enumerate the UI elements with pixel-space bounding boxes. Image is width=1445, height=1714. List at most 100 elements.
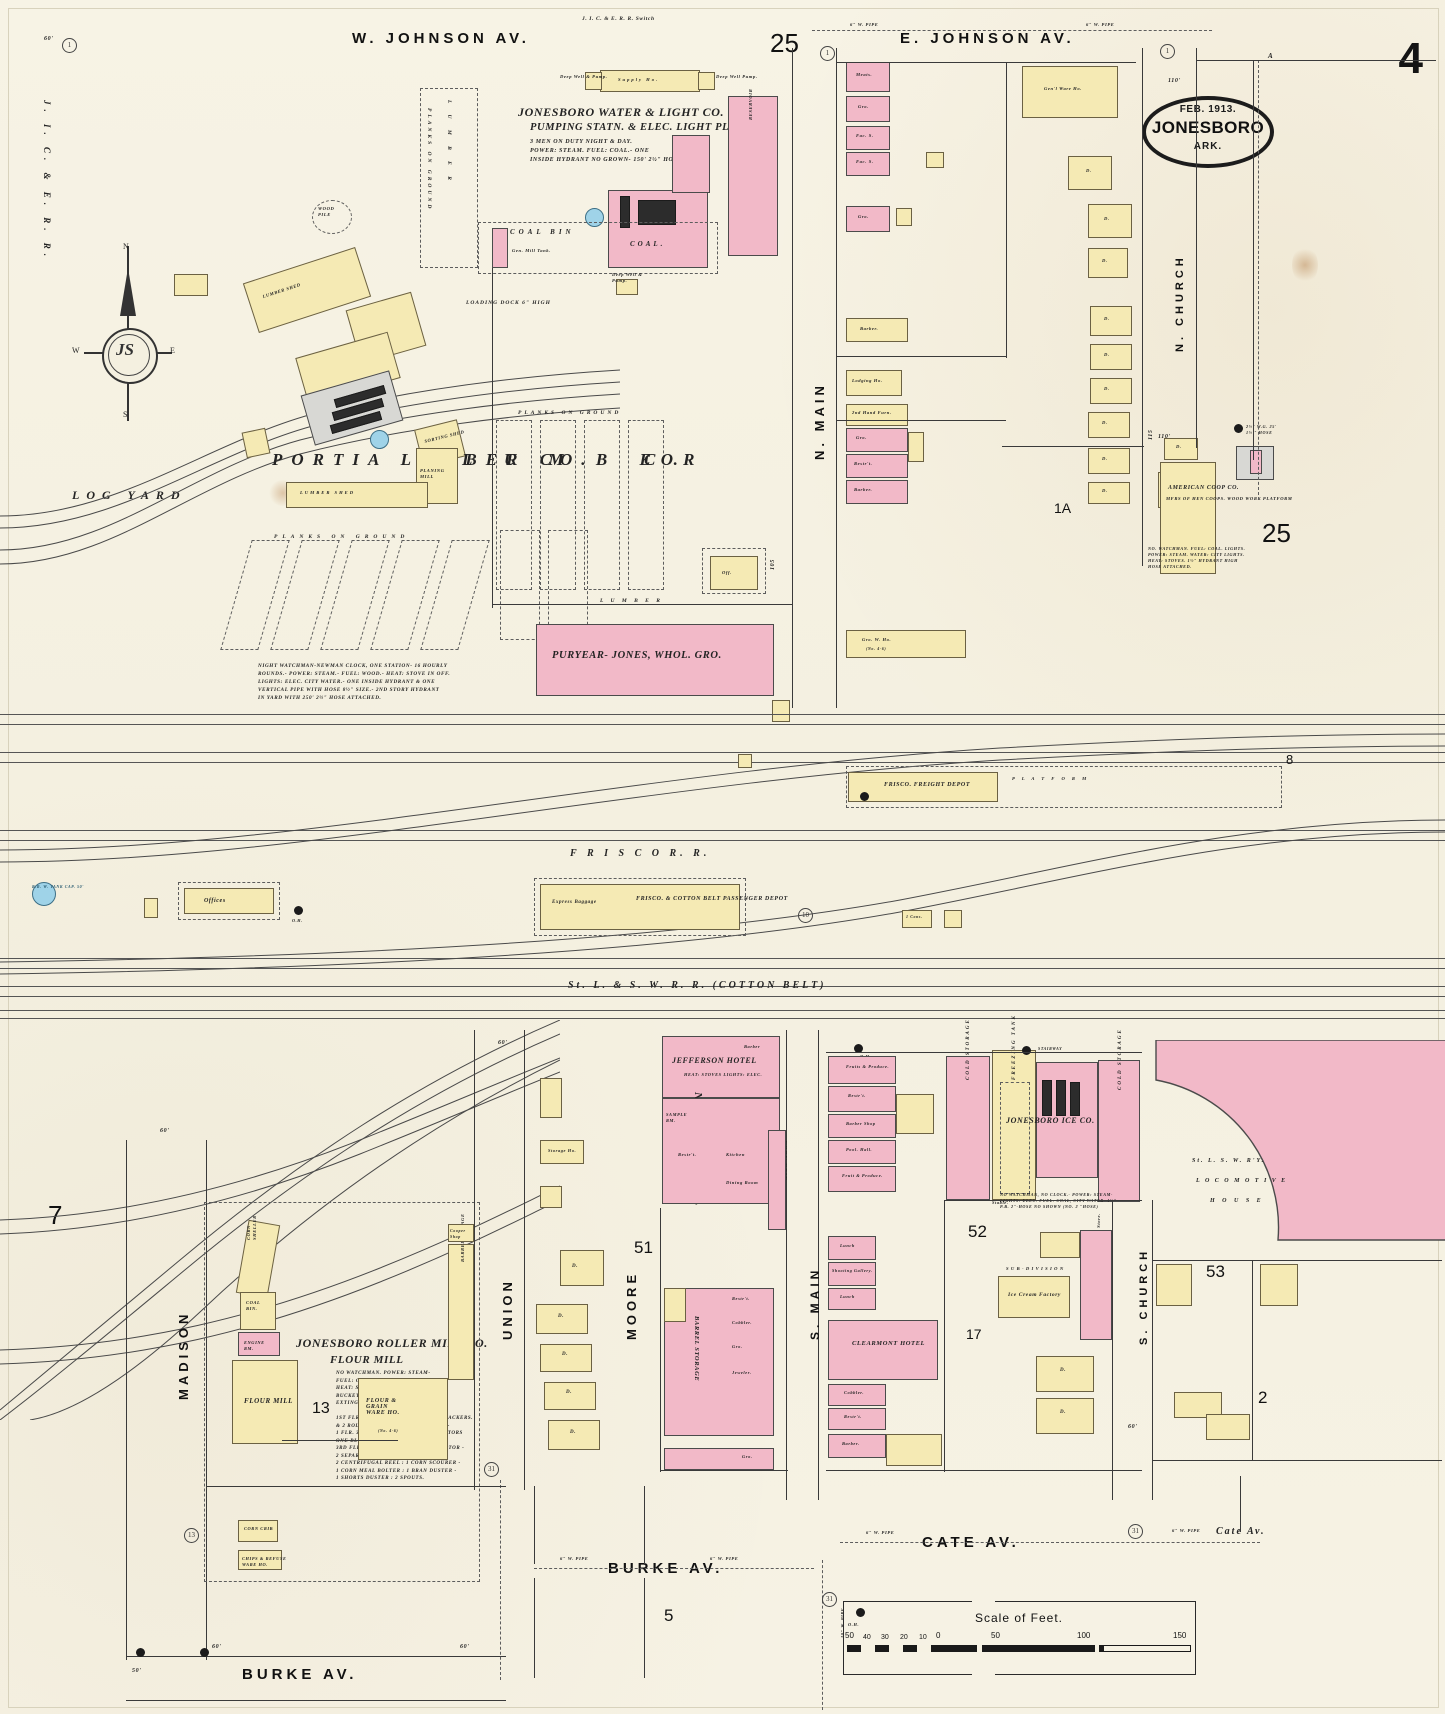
building-flour-grain-ware-ho bbox=[358, 1378, 448, 1460]
compass-arrowhead bbox=[120, 268, 136, 316]
building-union-small-5 bbox=[540, 1344, 592, 1372]
block-outline-h3 bbox=[836, 420, 1006, 422]
compass-e: E bbox=[170, 346, 175, 355]
water-pipe-dash-top bbox=[812, 30, 1212, 31]
rr-line bbox=[0, 752, 1445, 753]
block-outline-h2 bbox=[836, 356, 1006, 358]
building-lumber-shed-lower bbox=[286, 482, 428, 508]
ice-boiler-2 bbox=[1056, 1080, 1066, 1116]
building-gro-w-ho bbox=[846, 630, 966, 658]
rr-line bbox=[0, 968, 1445, 969]
building-deep-well-pump-right bbox=[698, 72, 715, 90]
label-water-light-co: JONESBORO WATER & LIGHT CO. bbox=[518, 105, 725, 119]
scale-bar: Scale of Feet. 50 40 30 20 10 0 50 100 1… bbox=[843, 1601, 1196, 1679]
scale-tick: 100 bbox=[1077, 1631, 1091, 1640]
block-outline-v5 bbox=[944, 1200, 946, 1472]
building-gro-2 bbox=[846, 206, 890, 232]
label-co-big: C O. bbox=[644, 450, 679, 469]
street-line-burke-bot bbox=[534, 1578, 536, 1678]
label-dwelling-c2: D. bbox=[1060, 1410, 1067, 1415]
street-line-burke-top bbox=[534, 1486, 536, 1564]
building-ice-cream-factory bbox=[998, 1276, 1070, 1318]
label-fac-s-2: Fac. S. bbox=[856, 159, 874, 164]
lumber-row-4 bbox=[628, 420, 664, 590]
locomotive-house bbox=[1155, 1040, 1445, 1241]
building-dwelling bbox=[1088, 248, 1128, 278]
circle-marker-top-1: 1 bbox=[62, 38, 77, 53]
cartouche-date: FEB. 1913. bbox=[1179, 104, 1237, 115]
label-gro-e2: Barber. bbox=[842, 1441, 860, 1446]
block-number-5: 5 bbox=[664, 1606, 674, 1625]
building-corn-crib bbox=[238, 1520, 278, 1542]
label-cold-storage-e: COLD STORAGE bbox=[1118, 1028, 1123, 1090]
building-freezing-tank bbox=[992, 1050, 1036, 1200]
scale-seg bbox=[917, 1645, 931, 1652]
rr-line bbox=[0, 840, 1445, 841]
label-cobbler-ne: Cobbler. bbox=[732, 1320, 753, 1325]
block-outline-h13 bbox=[126, 1140, 128, 1660]
street-label-w-johnson: W. JOHNSON AV. bbox=[352, 30, 530, 47]
label-jefferson-hotel: JEFFERSON HOTEL bbox=[672, 1056, 757, 1065]
label-fruit-produce-2: Fruit & Produce. bbox=[842, 1173, 883, 1178]
railroad-label-frisco: F R I S C O R. R. bbox=[570, 848, 711, 859]
block-outline-h9 bbox=[660, 1470, 788, 1472]
mill-siding-line bbox=[282, 1440, 398, 1441]
scale-tick: 50 bbox=[845, 1631, 854, 1640]
circle-marker-31c: 31 bbox=[1128, 1524, 1143, 1539]
building-union-small-2 bbox=[540, 1186, 562, 1208]
building-church-d1 bbox=[1156, 1264, 1192, 1306]
building-coal-bin bbox=[492, 228, 508, 268]
water-pipe-vert-2 bbox=[500, 1480, 501, 1680]
railroad-curve-set bbox=[0, 733, 1445, 975]
lumber-row-2 bbox=[540, 420, 576, 590]
block-number-8: 8 bbox=[1286, 752, 1294, 767]
railroad-vertical-label: J. I. C. & E. R. R. bbox=[42, 100, 52, 262]
label-jeweler-ne: Jeweler. bbox=[732, 1370, 752, 1375]
label-barber-1: Barber. bbox=[860, 326, 879, 331]
building-church-d4 bbox=[1206, 1414, 1250, 1440]
building-restrt-e1 bbox=[828, 1086, 896, 1112]
street-line-s-church-e bbox=[1152, 1200, 1154, 1500]
label-planks-on-ground-2: PLANKS ON GROUND bbox=[274, 534, 410, 540]
rr-line bbox=[0, 724, 1445, 725]
block-outline-h12 bbox=[1152, 1460, 1442, 1462]
building-barber-e1 bbox=[828, 1114, 896, 1138]
label-horses-one: Dining Room bbox=[726, 1180, 759, 1185]
scale-seg bbox=[1095, 1645, 1099, 1652]
compass-n: N bbox=[123, 242, 129, 251]
building-lunch-1 bbox=[828, 1236, 876, 1260]
building-small-depot-annex bbox=[738, 754, 752, 768]
building-american-coop-co bbox=[1160, 462, 1216, 574]
scale-tick: 50 bbox=[991, 1631, 1000, 1640]
cartouche-ellipse bbox=[1142, 96, 1274, 168]
dim-60-madison: 60' bbox=[212, 1644, 222, 1650]
label-dwelling: D. bbox=[1104, 216, 1110, 221]
building-jefferson-rear bbox=[662, 1098, 780, 1204]
label-deep-well-pump-left: Deep Well & Pump. bbox=[560, 74, 608, 79]
building-yellow-cate bbox=[886, 1434, 942, 1466]
dim-60-lower: 60' bbox=[160, 1128, 170, 1134]
label-fruits-produce: Fruits & Produce. bbox=[846, 1064, 890, 1069]
label-flour-mill-sub: FLOUR MILL bbox=[330, 1354, 404, 1366]
scale-frame-right bbox=[995, 1601, 1196, 1675]
label-ice-cream-factory: S U B - D I V I S I O N bbox=[1006, 1266, 1064, 1271]
offices-dash bbox=[178, 882, 280, 920]
street-line-n-church-w bbox=[1142, 48, 1144, 448]
label-pipe-burke: 6" W. PIPE bbox=[560, 1556, 589, 1561]
street-line-s-main-e bbox=[818, 1030, 820, 1500]
street-label-burke-av-left: BURKE AV. bbox=[242, 1666, 358, 1683]
building-lunch-2 bbox=[828, 1288, 876, 1310]
block-number-2: 2 bbox=[1258, 1388, 1268, 1407]
building-barber-e2 bbox=[828, 1384, 886, 1406]
building-dwelling bbox=[1090, 344, 1132, 370]
street-line-n-church-e bbox=[1196, 48, 1198, 448]
scale-tick: 0 bbox=[936, 1631, 941, 1640]
label-cons: 1 Cons. bbox=[906, 914, 923, 919]
title-cartouche: FEB. 1913. JONESBORO ARK. bbox=[1142, 96, 1274, 168]
block-number-7: 7 bbox=[48, 1200, 63, 1230]
building-pump-station-west bbox=[672, 135, 710, 193]
block-outline-h8 bbox=[826, 1470, 1142, 1472]
block-outline-h11 bbox=[1152, 1260, 1442, 1262]
building-small-yellow-a bbox=[174, 274, 208, 296]
sheet-number: 4 bbox=[1398, 34, 1423, 83]
